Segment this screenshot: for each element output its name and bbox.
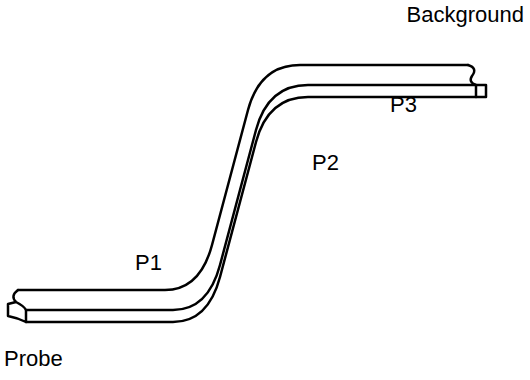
point-label: P3 (390, 94, 417, 116)
slab-front-edge (26, 85, 476, 310)
end-label: Probe (4, 348, 63, 370)
slab-bottom-edge (26, 97, 476, 322)
point-label: P2 (312, 152, 339, 174)
point-label: P1 (135, 252, 162, 274)
probe-end-face (8, 290, 26, 322)
end-label: Background (407, 4, 524, 26)
background-end-face (468, 65, 486, 97)
